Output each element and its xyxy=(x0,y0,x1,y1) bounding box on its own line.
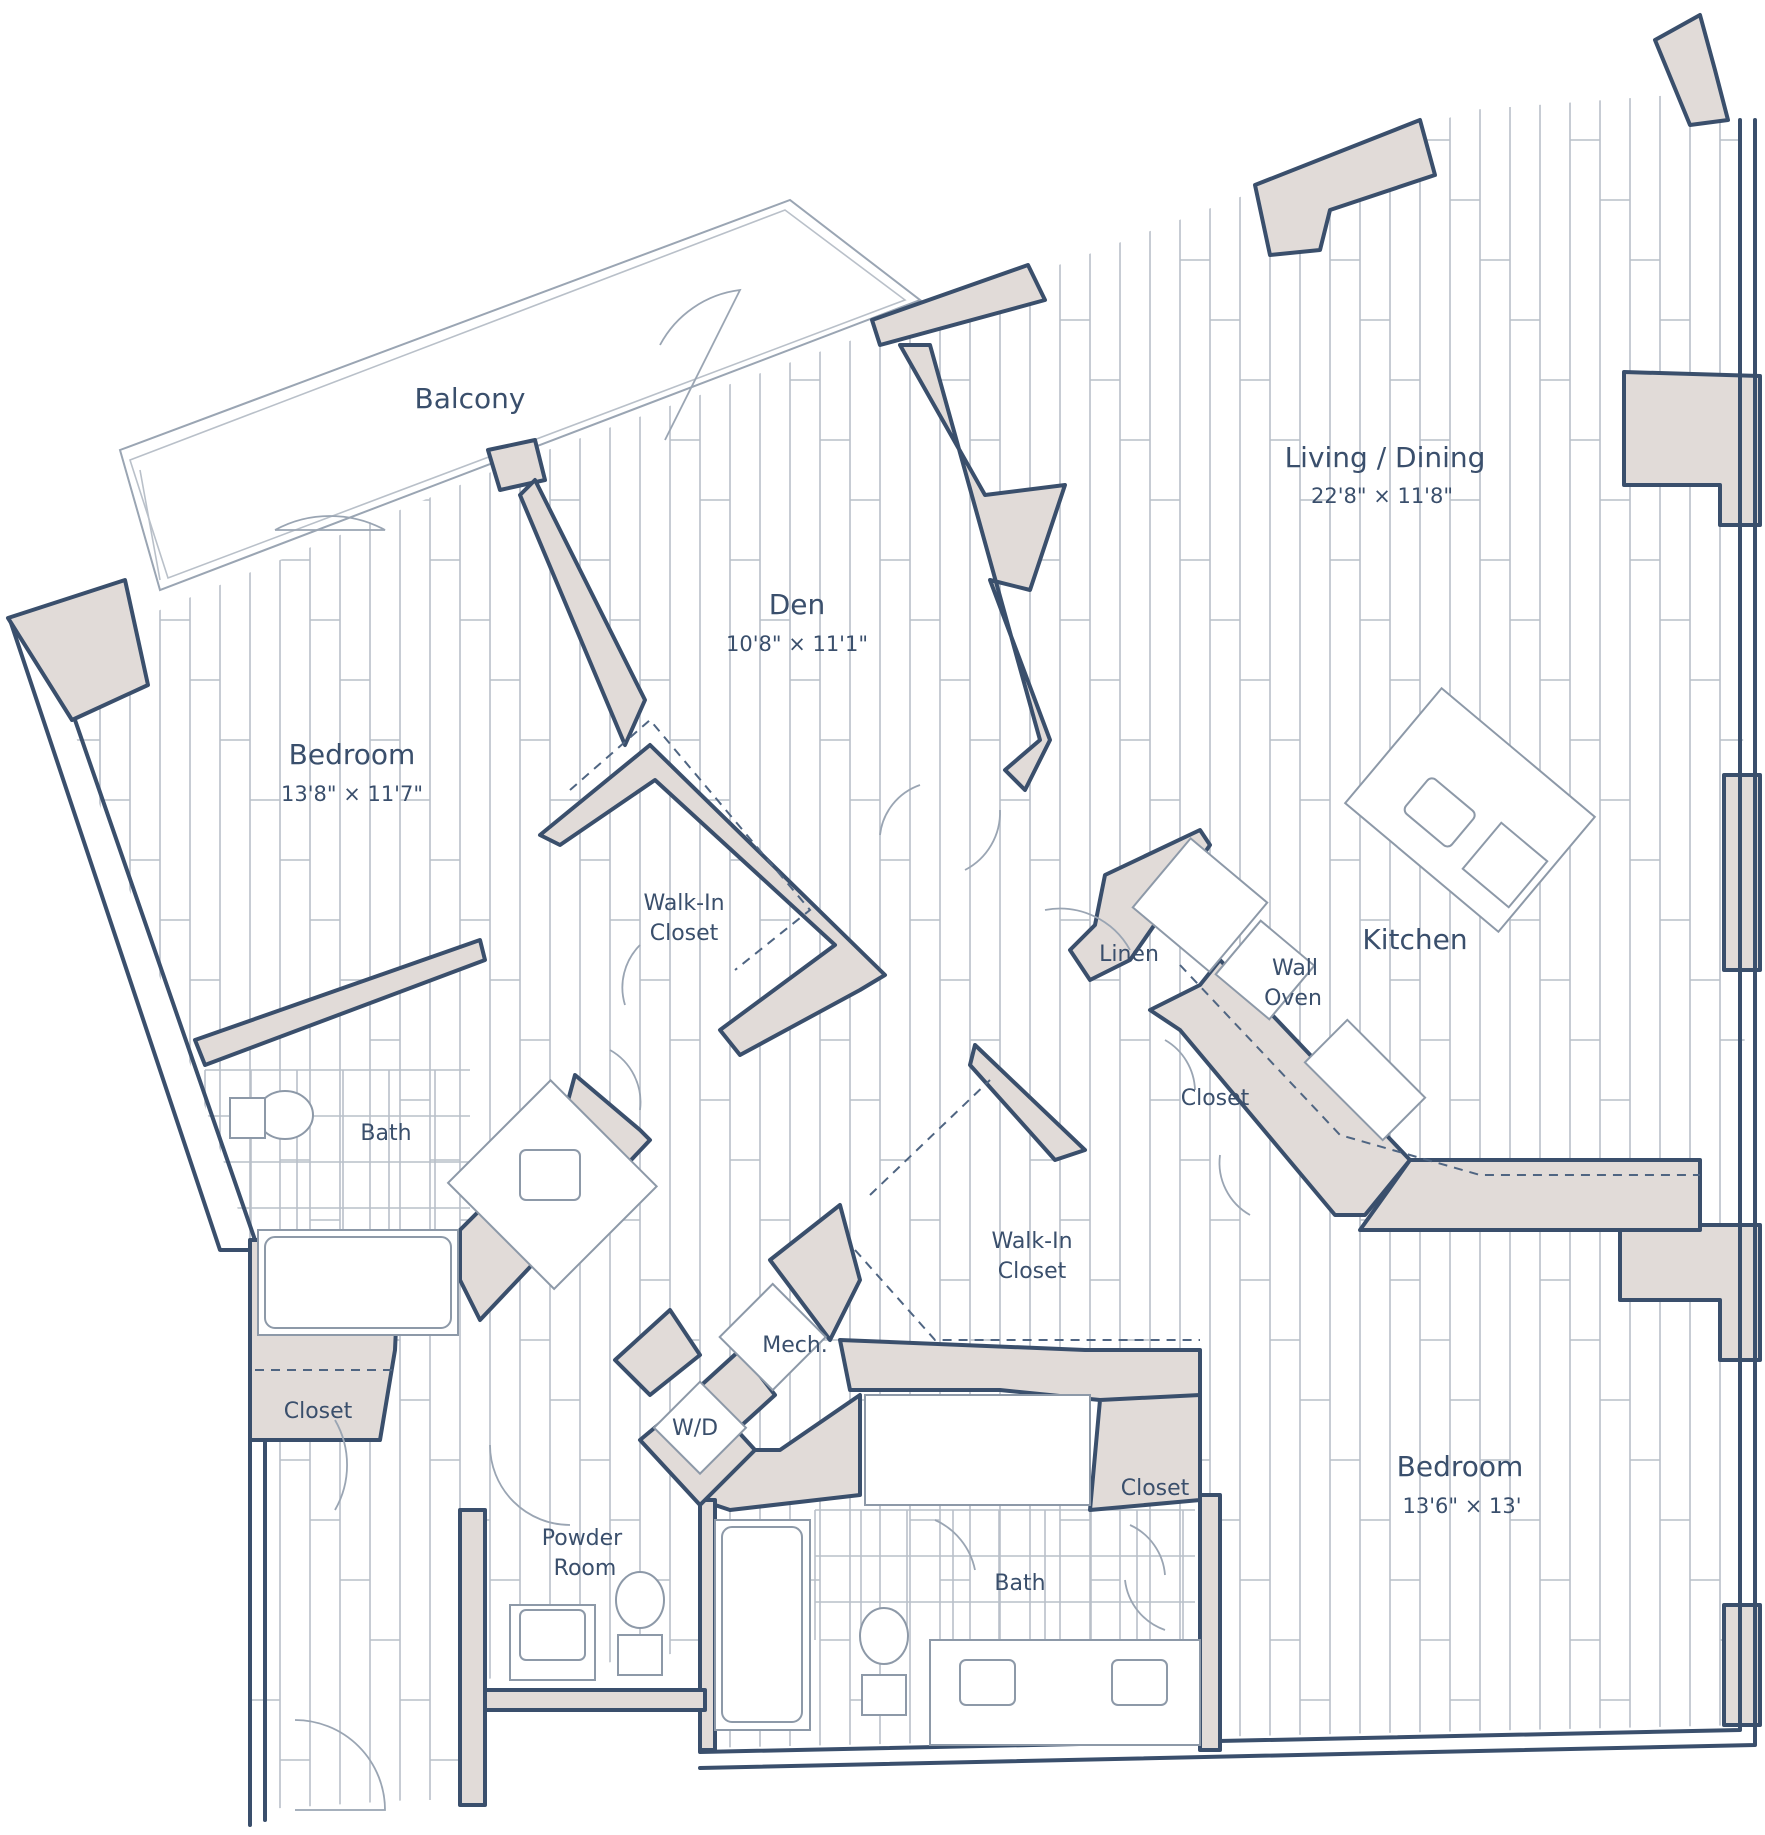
room-label-wall-oven: Wall xyxy=(1272,956,1318,981)
dashed-shelving xyxy=(255,718,1700,1371)
toilet-lower xyxy=(859,1607,909,1665)
wall-oven xyxy=(1214,919,1316,1021)
fixtures xyxy=(229,686,1597,1746)
room-dim-bedroom-left: 13'8" × 11'7" xyxy=(281,782,423,806)
room-label-bath-lower: Bath xyxy=(994,1571,1045,1596)
mech-unit xyxy=(718,1282,828,1392)
door-swings xyxy=(274,288,1251,1811)
room-label-powder-room-2: Room xyxy=(554,1556,617,1581)
wall-column-upper xyxy=(1253,118,1437,257)
toilet-powder xyxy=(615,1571,665,1629)
shower-enclosure xyxy=(864,1394,1091,1506)
room-label-den: Den xyxy=(769,588,826,621)
exterior-walls xyxy=(6,13,1762,1827)
room-label-bedroom-left: Bedroom xyxy=(289,738,416,771)
interior-walls xyxy=(193,343,1702,1807)
room-label-linen: Linen xyxy=(1099,942,1159,967)
wall-column-mid xyxy=(870,263,1047,347)
room-label-walk-in-closet-lower: Walk-In xyxy=(991,1229,1072,1254)
room-label-wall-oven-2: Oven xyxy=(1264,986,1322,1011)
room-label-kitchen: Kitchen xyxy=(1362,923,1467,956)
refrigerator xyxy=(1131,836,1269,974)
room-dim-bedroom-right: 13'6" × 13' xyxy=(1403,1494,1522,1518)
room-label-closet-bedroom-left: Closet xyxy=(284,1399,353,1424)
room-label-mech: Mech. xyxy=(762,1333,828,1358)
room-label-balcony: Balcony xyxy=(415,382,526,415)
room-label-walk-in-closet-lower-2: Closet xyxy=(998,1259,1067,1284)
room-label-bath-upper: Bath xyxy=(360,1121,411,1146)
wall-column-right-1 xyxy=(1622,370,1762,527)
room-label-washer-dryer: W/D xyxy=(672,1416,718,1441)
wall-column-top-right xyxy=(1653,13,1730,127)
wall-column-top-left xyxy=(486,438,547,492)
balcony xyxy=(118,198,923,592)
room-dim-living-dining: 22'8" × 11'8" xyxy=(1311,484,1453,508)
room-labels: Balcony Living / Dining 22'8" × 11'8" De… xyxy=(281,382,1523,1596)
room-label-closet-bedroom-right: Closet xyxy=(1121,1476,1190,1501)
room-dim-den: 10'8" × 11'1" xyxy=(726,632,868,656)
room-label-walk-in-closet-upper-2: Closet xyxy=(650,921,719,946)
room-label-walk-in-closet-upper: Walk-In xyxy=(643,891,724,916)
washer-dryer xyxy=(652,1380,748,1476)
room-label-living-dining: Living / Dining xyxy=(1285,441,1486,474)
room-label-bedroom-right: Bedroom xyxy=(1397,1450,1524,1483)
room-label-powder-room: Powder xyxy=(542,1526,623,1551)
room-label-closet-hall: Closet xyxy=(1181,1086,1250,1111)
wall-column-right-3 xyxy=(1618,1223,1762,1362)
wall-column-left xyxy=(6,578,150,722)
cooktop xyxy=(1303,1018,1427,1142)
